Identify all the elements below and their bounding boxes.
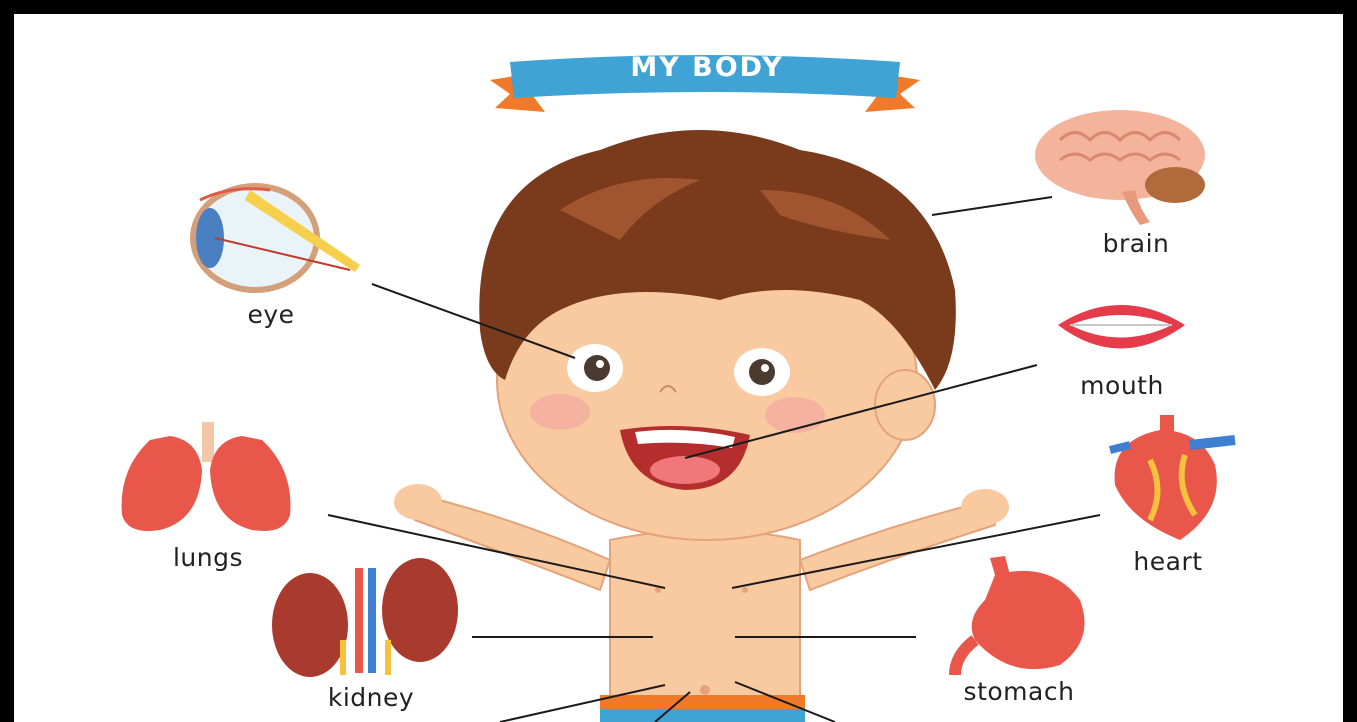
boy-head — [479, 130, 956, 540]
body-diagram-art — [14, 14, 1343, 722]
eye-icon — [193, 186, 360, 290]
mouth-icon — [1058, 305, 1185, 349]
brain-icon — [1035, 110, 1205, 225]
lungs-icon — [122, 422, 291, 531]
label-mouth: mouth — [1080, 371, 1164, 400]
stomach-icon — [955, 556, 1085, 675]
page-title: MY BODY — [630, 52, 783, 83]
label-kidney: kidney — [328, 683, 414, 712]
label-lungs: lungs — [173, 543, 243, 572]
heart-icon — [1110, 415, 1235, 540]
poster-canvas: MY BODY eye brain mouth lungs heart kidn… — [14, 14, 1343, 722]
kidney-icon — [272, 558, 458, 677]
label-eye: eye — [247, 300, 294, 329]
label-brain: brain — [1103, 229, 1170, 258]
label-heart: heart — [1133, 547, 1202, 576]
label-stomach: stomach — [964, 677, 1075, 706]
